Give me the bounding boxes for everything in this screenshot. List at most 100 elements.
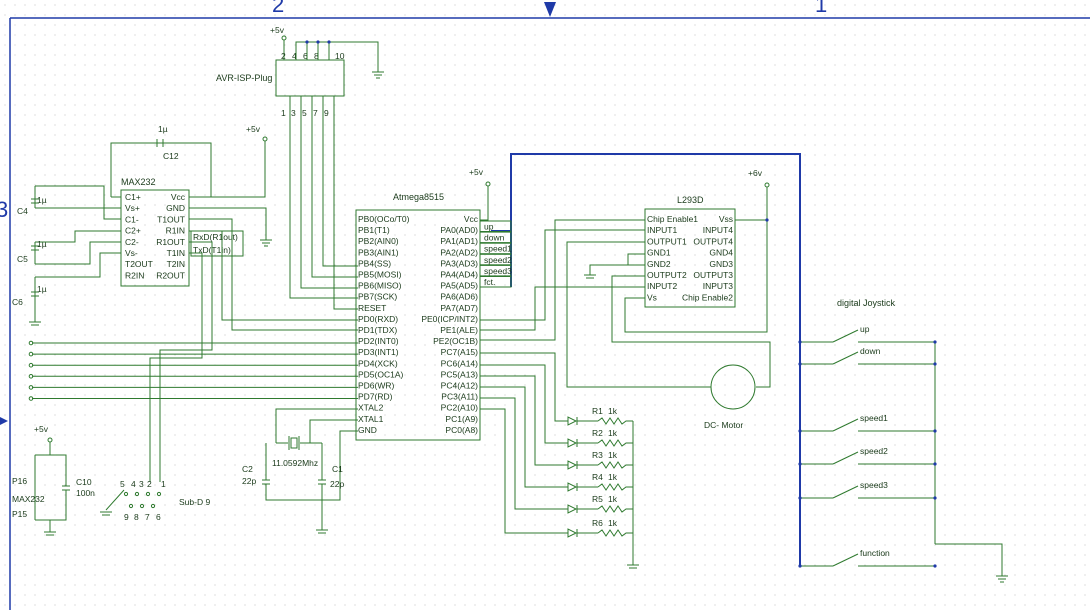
- c5-name: C5: [17, 254, 28, 264]
- isp-title: AVR-ISP-Plug: [216, 73, 272, 83]
- driver-pin-right-8: Chip Enable2: [682, 292, 733, 302]
- resistor-3: [597, 461, 633, 469]
- joystick-switch-5: [832, 485, 859, 499]
- max232-pin-left-7: T2OUT: [125, 259, 153, 269]
- driver-pin-right-7: INPUT3: [703, 281, 734, 291]
- mcu-pin-left-1: PB0(OCo/T0): [358, 214, 410, 224]
- led-wire-5: [480, 397, 568, 510]
- max232-pin-right-1: Vcc: [171, 192, 186, 202]
- mcu-pin-right-5: PA3(AD3): [440, 258, 478, 268]
- isp-pin-top-1: 2: [281, 51, 286, 61]
- mcu-pin-left-3: PB2(AIN0): [358, 236, 399, 246]
- isp-pin-bottom-5: 9: [324, 108, 329, 118]
- isp-pin-bottom-4: 7: [313, 108, 318, 118]
- driver-pin-left-6: OUTPUT2: [647, 270, 687, 280]
- driver-pin-right-3: OUTPUT4: [693, 236, 733, 246]
- c1-value: 22p: [330, 479, 344, 489]
- joystick-button-1: up: [860, 324, 870, 334]
- mcu-pin-right-20: PC0(A8): [445, 425, 478, 435]
- power-vcc-label: +5v: [34, 424, 49, 434]
- mcu-pin-right-1: Vcc: [464, 214, 479, 224]
- c1-name: C1: [332, 464, 343, 474]
- border-arrow-mark: [544, 2, 556, 17]
- driver-title: L293D: [677, 195, 704, 205]
- c2-value: 22p: [242, 476, 256, 486]
- mcu-pin-right-6: PA4(AD4): [440, 270, 478, 280]
- driver-pin-left-1: Chip Enable1: [647, 214, 698, 224]
- subd-pin-1: 1: [161, 479, 166, 489]
- mcu-pin-left-20: GND: [358, 425, 377, 435]
- rxd-label: RxD(R1out): [193, 232, 238, 242]
- mcu-pin-left-12: PD2(INT0): [358, 336, 399, 346]
- joystick-button-6: function: [860, 548, 890, 558]
- driver-pin-right-2: INPUT4: [703, 225, 734, 235]
- resistor-6: [597, 529, 633, 537]
- dc-motor: DC- Motor: [704, 364, 756, 430]
- led-wire-2: [480, 364, 568, 444]
- pd-terminal-4: [28, 374, 34, 379]
- mcu-pin-left-9: RESET: [358, 303, 386, 313]
- max232-pin-left-6: Vs-: [125, 248, 138, 258]
- max232-pin-right-4: R1IN: [166, 226, 185, 236]
- mcu-pin-right-19: PC1(A9): [445, 414, 478, 424]
- joystick-switch-4: [832, 451, 859, 465]
- mcu-pin-left-6: PB5(MOSI): [358, 270, 402, 280]
- joystick-switch-2: [832, 351, 859, 365]
- mcu-pin-right-4: PA2(AD2): [440, 247, 478, 257]
- resistor-name-5: R5: [592, 494, 603, 504]
- mcu-pin-right-8: PA6(AD6): [440, 292, 478, 302]
- joystick-bus-node-4: [798, 462, 802, 466]
- net-label-6: fct.: [484, 277, 495, 287]
- mcu-pin-left-13: PD3(INT1): [358, 347, 399, 357]
- resistor-5: [597, 505, 633, 513]
- pd-port-lines: [28, 340, 358, 401]
- joystick-bus-node-3: [798, 429, 802, 433]
- driver-vcc-label: +6v: [748, 168, 763, 178]
- border-left-arrow: [0, 417, 8, 425]
- max232-pin-right-7: T2IN: [167, 259, 185, 269]
- net-label-4: speed2: [484, 255, 512, 265]
- led-diode-6: [567, 528, 578, 538]
- resistor-value-4: 1k: [608, 472, 618, 482]
- subd-pin-3: 3: [139, 479, 144, 489]
- mcu-pin-right-15: PC5(A13): [441, 369, 478, 379]
- pd-terminal-2: [28, 351, 34, 357]
- max232-pin-right-8: R2OUT: [156, 270, 185, 280]
- joystick-button-5: speed3: [860, 480, 888, 490]
- joystick-node-2: [933, 362, 937, 366]
- isp-pin-top-2: 4: [292, 51, 297, 61]
- c5-value: 1µ: [37, 239, 47, 249]
- c4-name: C4: [17, 206, 28, 216]
- motor-label: DC- Motor: [704, 420, 743, 430]
- c10-name: C10: [76, 477, 92, 487]
- subd-pin-7: 7: [145, 512, 150, 522]
- led-diode-4: [567, 482, 578, 492]
- max232-pin-left-3: C1-: [125, 214, 139, 224]
- led-wire-6: [480, 408, 568, 534]
- mcu-pin-left-17: PD7(RD): [358, 392, 393, 402]
- l293d-chip: L293D Chip Enable1INPUT1OUTPUT1GND1GND2O…: [480, 168, 771, 388]
- led-diode-1: [567, 416, 578, 426]
- mcu-pin-right-16: PC4(A12): [441, 381, 478, 391]
- driver-pin-left-2: INPUT1: [647, 225, 678, 235]
- mcu-pin-right-12: PE2(OC1B): [433, 336, 478, 346]
- joystick-title: digital Joystick: [837, 298, 896, 308]
- isp-pin-bottom-3: 5: [302, 108, 307, 118]
- mcu-pin-left-5: PB4(SS): [358, 258, 391, 268]
- driver-pin-left-5: GND2: [647, 259, 671, 269]
- resistor-value-5: 1k: [608, 494, 618, 504]
- mcu-pin-left-14: PD4(XCK): [358, 358, 398, 368]
- c4-value: 1µ: [37, 195, 47, 205]
- c12-name: C12: [163, 151, 179, 161]
- led-wire-1: [480, 352, 568, 422]
- mcu-vcc-label: +5v: [469, 167, 484, 177]
- resistor-name-6: R6: [592, 518, 603, 528]
- max232-pin-left-2: Vs+: [125, 203, 140, 213]
- driver-pin-left-7: INPUT2: [647, 281, 678, 291]
- subd-pin-5: 5: [120, 479, 125, 489]
- max232-vcc-label: +5v: [246, 124, 261, 134]
- mcu-pin-right-2: PA0(AD0): [440, 225, 478, 235]
- pd-terminal-1: [28, 340, 34, 346]
- p15-label: P15: [12, 509, 27, 519]
- max232-pin-right-2: GND: [166, 203, 185, 213]
